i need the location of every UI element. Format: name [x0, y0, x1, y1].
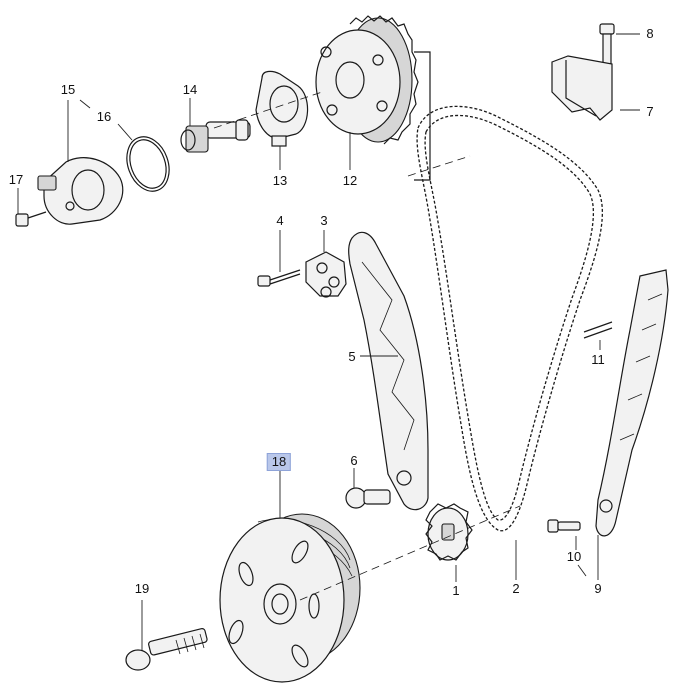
callout-17: 17 [8, 172, 24, 187]
upper-chain-guide [551, 55, 613, 121]
callout-15: 15 [60, 82, 76, 97]
callout-1: 1 [452, 583, 460, 598]
bolt-17 [15, 211, 47, 227]
callout-5: 5 [348, 349, 356, 364]
callout-3: 3 [320, 213, 328, 228]
callout-2: 2 [512, 581, 520, 596]
callout-13: 13 [272, 173, 288, 188]
solenoid-valve [180, 119, 251, 153]
sensor-housing [37, 157, 124, 225]
pivot-pin [345, 487, 391, 509]
callout-18: 18 [266, 453, 292, 471]
callout-9: 9 [594, 581, 602, 596]
seal-ring [126, 136, 170, 192]
callout-7: 7 [646, 104, 654, 119]
callout-19: 19 [134, 581, 150, 596]
crank-sprocket [425, 503, 473, 561]
callout-6: 6 [350, 453, 358, 468]
axis-lines [213, 91, 521, 601]
slide-rail [595, 269, 669, 537]
camshaft-adjuster [315, 15, 431, 181]
callout-14: 14 [182, 82, 198, 97]
bolt-10 [547, 519, 581, 533]
callout-10: 10 [566, 549, 582, 564]
leader-lines [17, 33, 640, 650]
tensioner-rail [348, 231, 429, 511]
callout-4: 4 [276, 213, 284, 228]
callout-12: 12 [342, 173, 358, 188]
trigger-wheel [255, 70, 309, 147]
callout-8: 8 [646, 26, 654, 41]
callout-16: 16 [96, 109, 112, 124]
tensioner-bolt [257, 269, 301, 287]
callout-11: 11 [591, 352, 605, 367]
crankshaft-pulley [219, 513, 361, 683]
pulley-bolt [125, 628, 208, 671]
stud-11 [583, 321, 613, 339]
chain-tensioner [305, 251, 347, 298]
bolt-8 [599, 23, 615, 65]
timing-chain [416, 105, 603, 532]
